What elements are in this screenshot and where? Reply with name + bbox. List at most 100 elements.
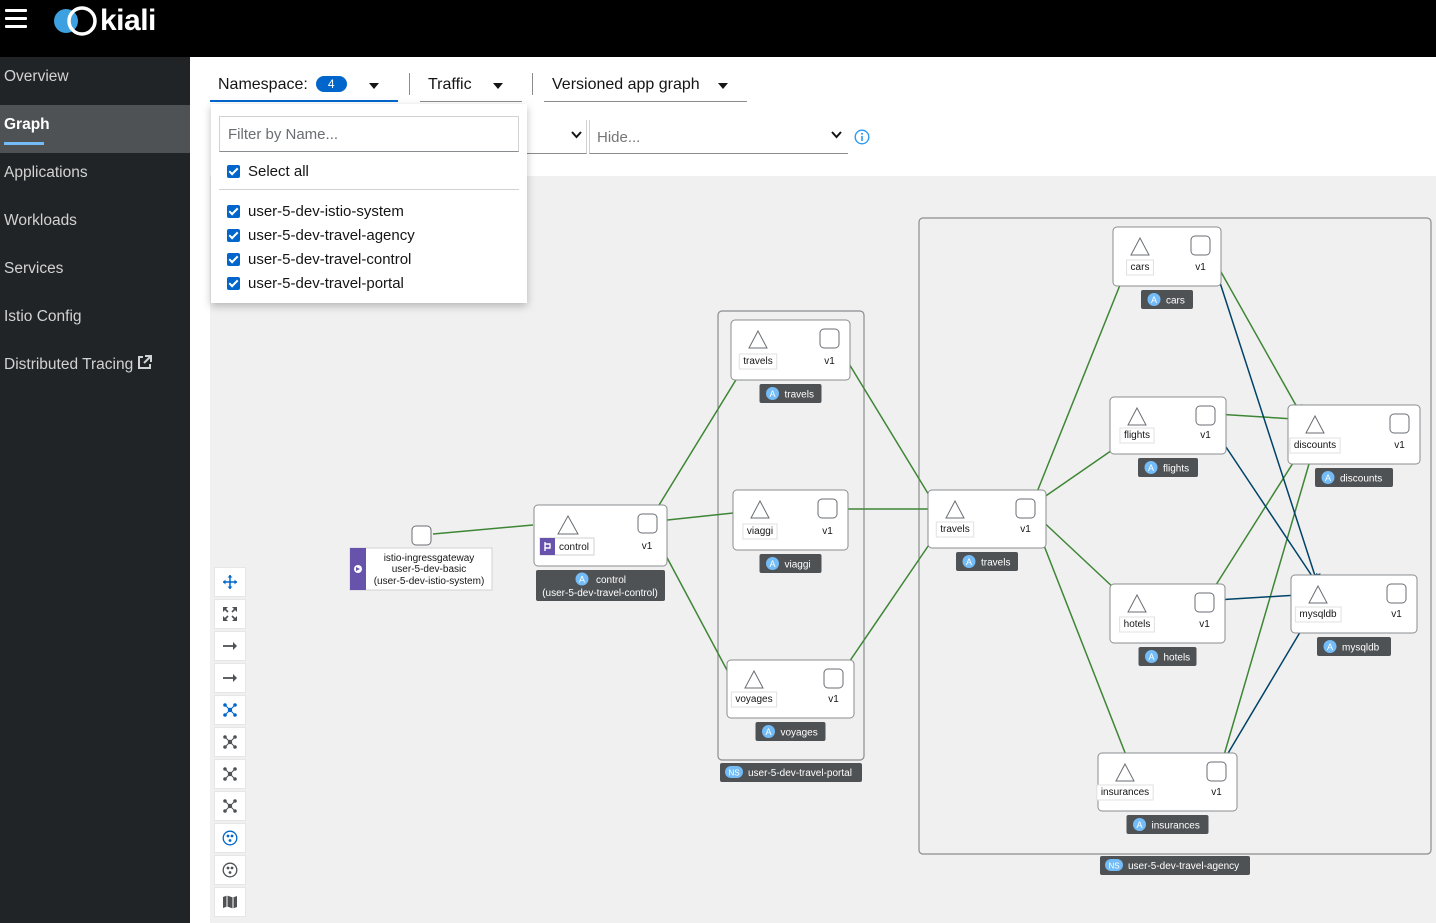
active-indicator: [4, 142, 44, 145]
service-label: voyages: [735, 694, 772, 705]
sidebar-item-label: Overview: [4, 68, 69, 85]
sidebar-item-overview[interactable]: Overview: [0, 57, 190, 105]
edge-ingress-control[interactable]: [432, 524, 534, 535]
topology-icon: [223, 799, 237, 813]
find-select[interactable]: [527, 120, 587, 154]
namespace-option[interactable]: user-5-dev-travel-control: [227, 248, 411, 270]
version-label: v1: [1195, 262, 1206, 273]
checkbox-checked-icon[interactable]: [227, 252, 240, 266]
namespace-box-toggle-button[interactable]: [214, 823, 246, 853]
ingress-label: (user-5-dev-istio-system): [374, 576, 485, 587]
sidebar-item-label: Workloads: [4, 212, 77, 229]
service-triangle-icon: [1305, 414, 1325, 434]
app-label: cars: [1166, 296, 1185, 307]
legend-button[interactable]: [214, 887, 246, 917]
sidebar-item-istio-config[interactable]: Istio Config: [0, 297, 190, 345]
dropdown-divider: [219, 189, 519, 190]
hamburger-menu-icon[interactable]: [5, 9, 27, 29]
sidebar-item-distributed-tracing[interactable]: Distributed Tracing: [0, 345, 190, 393]
kiali-logo[interactable]: kiali: [52, 4, 156, 37]
service-triangle-icon: [748, 329, 768, 349]
virtual-service-icon: [540, 538, 555, 555]
pan-zoom-button[interactable]: [214, 567, 246, 597]
sidebar-item-label: Services: [4, 260, 64, 277]
app-badge-icon: A: [765, 727, 771, 737]
topology-icon: [223, 703, 237, 717]
sidebar-item-graph[interactable]: Graph: [0, 105, 190, 153]
select-all-label: Select all: [248, 162, 309, 180]
sidebar-item-services[interactable]: Services: [0, 249, 190, 297]
edge-ptravels-atravels[interactable]: [839, 348, 936, 506]
namespace-option[interactable]: user-5-dev-travel-portal: [227, 272, 404, 294]
node-ingress[interactable]: istio-ingressgateway user-5-dev-basic (u…: [349, 525, 493, 591]
namespace-label-portal[interactable]: NS user-5-dev-travel-portal: [720, 763, 862, 782]
namespace-option-label: user-5-dev-travel-portal: [248, 274, 404, 292]
masthead: kiali: [0, 0, 1436, 57]
graph-type-dropdown[interactable]: Versioned app graph: [544, 68, 747, 102]
app-label: control: [596, 575, 626, 586]
checkbox-checked-icon[interactable]: [227, 228, 240, 242]
app-label: voyages: [781, 728, 818, 739]
service-triangle-icon: [1127, 406, 1147, 426]
namespace-badge-icon: NS: [728, 769, 739, 778]
traffic-dropdown[interactable]: Traffic: [420, 68, 522, 102]
checkbox-checked-icon[interactable]: [227, 164, 240, 178]
cluster-box-toggle-button[interactable]: [214, 855, 246, 885]
edge-atravels-hotels[interactable]: [1036, 515, 1117, 591]
arrow-right-icon: [223, 674, 237, 682]
edge-atravels-flights[interactable]: [1036, 445, 1119, 503]
layout-2-button[interactable]: [214, 759, 246, 789]
cluster-icon: [222, 830, 238, 846]
app-box-control[interactable]: control v1 A control (user-5-dev-travel-…: [533, 504, 668, 601]
service-label: insurances: [1101, 787, 1149, 798]
sidebar-item-workloads[interactable]: Workloads: [0, 201, 190, 249]
edge-control-travels[interactable]: [655, 369, 743, 511]
caret-down-icon: [493, 83, 503, 89]
namespace-option[interactable]: user-5-dev-istio-system: [227, 200, 404, 222]
namespace-dropdown-toggle[interactable]: Namespace:4: [210, 68, 398, 102]
namespace-label-agency[interactable]: NS user-5-dev-travel-agency: [1100, 856, 1250, 875]
sidebar-item-applications[interactable]: Applications: [0, 153, 190, 201]
layout-default-button[interactable]: [214, 695, 246, 725]
namespace-box-agency[interactable]: [918, 217, 1432, 855]
version-label: v1: [1020, 524, 1031, 535]
version-label: v1: [1200, 430, 1211, 441]
service-label: viaggi: [747, 526, 773, 537]
layout-3-button[interactable]: [214, 791, 246, 821]
info-icon[interactable]: [854, 129, 870, 145]
edge-atravels-insurances[interactable]: [1033, 519, 1133, 770]
edge-voyages-atravels[interactable]: [844, 535, 936, 669]
version-label: v1: [822, 526, 833, 537]
hide-input[interactable]: [590, 120, 829, 154]
edge-cars-mysqldb[interactable]: [1211, 257, 1321, 587]
edge-cars-discounts[interactable]: [1211, 255, 1303, 418]
edge-insurances-discounts[interactable]: [1221, 439, 1317, 763]
checkbox-checked-icon[interactable]: [227, 276, 240, 290]
service-triangle-icon: [1308, 584, 1328, 604]
namespace-box-portal[interactable]: [717, 310, 865, 761]
namespace-filter-input[interactable]: [219, 116, 519, 152]
map-icon: [223, 895, 237, 909]
checkbox-checked-icon[interactable]: [227, 204, 240, 218]
namespace-option[interactable]: user-5-dev-travel-agency: [227, 224, 415, 246]
layout-direction-button[interactable]: [214, 631, 246, 661]
layout-direction-alt-button[interactable]: [214, 663, 246, 693]
select-all-checkbox-row[interactable]: Select all: [227, 160, 309, 182]
edge-atravels-cars[interactable]: [1034, 284, 1121, 498]
hide-select[interactable]: [589, 120, 848, 154]
layout-1-button[interactable]: [214, 727, 246, 757]
fit-graph-button[interactable]: [214, 599, 246, 629]
edge-control-voyages[interactable]: [655, 536, 729, 673]
app-badge-icon: A: [769, 389, 775, 399]
edge-flights-mysqldb[interactable]: [1211, 425, 1319, 587]
